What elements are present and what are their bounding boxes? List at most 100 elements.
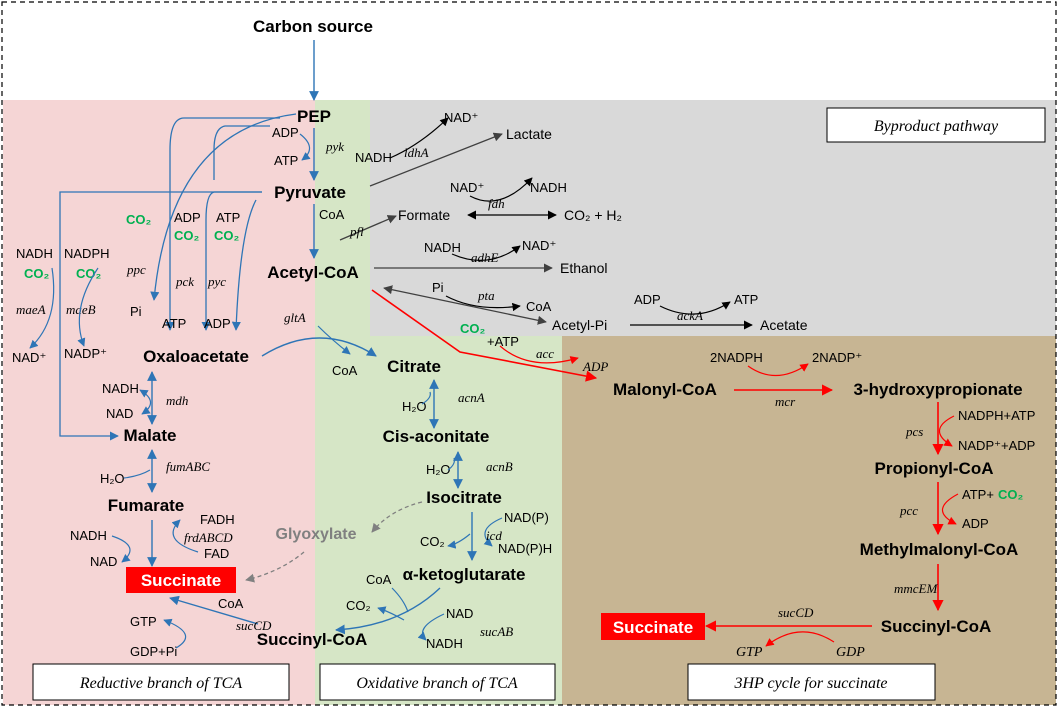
nadh-mdh: NADH [102, 381, 139, 396]
atp-pyc: ATP [216, 210, 240, 225]
carbon-source-title: Carbon source [253, 17, 373, 36]
adh-cofactor-arc [451, 245, 521, 261]
acnB-enzyme: acnB [486, 459, 513, 474]
acc-enzyme: acc [536, 346, 554, 361]
arrow-pyruvate-lactate [369, 132, 503, 187]
gdp-hp: GDP [836, 645, 865, 660]
nadh-ldh: NADH [355, 150, 392, 165]
pck-enzyme: pck [175, 274, 194, 289]
acnA-cofactor-arc [421, 391, 431, 405]
glyoxylate-label: Glyoxylate [276, 526, 357, 543]
hp-label: 3HP cycle for succinate [734, 675, 888, 692]
gltA-enzyme: gltA [284, 310, 306, 325]
hp-label-box [687, 663, 936, 701]
isocitrate-label: Isocitrate [426, 488, 502, 507]
sucAB-coa-arc [391, 587, 409, 613]
arrow-acetylcoa-malonylcoa [371, 289, 598, 382]
propionylcoa-label: Propionyl-CoA [875, 459, 994, 478]
akg-label: α-ketoglutarate [403, 565, 526, 584]
ppc-enzyme: ppc [126, 262, 146, 277]
adp-pck: ADP [174, 210, 201, 225]
citrate-label: Citrate [387, 357, 441, 376]
arrow-isocitrate-glyoxylate [371, 501, 423, 533]
adp-ack: ADP [634, 292, 661, 307]
lactate-label: Lactate [506, 126, 552, 142]
reductive-region [3, 100, 315, 705]
acetylpi-label: Acetyl-Pi [552, 317, 607, 333]
nadp-icd: NAD(P) [504, 510, 549, 525]
byproduct-label: Byproduct pathway [874, 118, 999, 135]
co2-icd: CO₂ [420, 534, 445, 549]
pyk-enzyme: pyk [325, 139, 344, 154]
pyk-cofactor-arc [299, 133, 311, 161]
sucCD-hp-cofactor-arc [765, 631, 835, 647]
pyruvate-label: Pyruvate [274, 183, 346, 202]
pta-cofactor-arc [445, 295, 521, 312]
succinate-label: Succinate [141, 571, 221, 590]
acnB-cofactor-arc [447, 457, 455, 471]
gdp-suc: GDP+Pi [130, 644, 177, 659]
nadph-maeB: NADPH [64, 246, 110, 261]
nadh-fdh: NADH [530, 180, 567, 195]
pcs-enzyme: pcs [905, 424, 923, 439]
succinate-hp-label: Succinate [613, 618, 693, 637]
co2-h2-label: CO₂ + H₂ [564, 207, 622, 223]
arrow-pep-oxaloacetate-pck [165, 117, 280, 331]
oxaloacetate-label: Oxaloacetate [143, 347, 249, 366]
co2-sucAB: CO₂ [346, 598, 371, 613]
fad-frd: FAD [204, 546, 229, 561]
atp-ack: ATP [734, 292, 758, 307]
formate-label: Formate [398, 207, 450, 223]
mcr-cofactor-arc [747, 363, 809, 377]
adp-pyc: ADP [204, 316, 231, 331]
arrow-succinylcoa-succinate [169, 595, 259, 625]
icd-cofactor-arc [483, 517, 503, 547]
co2-pyc: CO₂ [214, 228, 240, 243]
pta-enzyme: pta [477, 288, 495, 303]
sucCD-hp-enzyme: sucCD [778, 605, 814, 620]
coa-sucAB: CoA [366, 572, 392, 587]
nadp-mcr: 2NADP⁺ [812, 350, 862, 365]
acetate-label: Acetate [760, 317, 808, 333]
pi-pta: Pi [432, 280, 444, 295]
nad-fdh: NAD⁺ [450, 180, 484, 195]
co2-ppc: CO₂ [126, 212, 152, 227]
sucCD-enzyme: sucCD [236, 618, 272, 633]
coa-pta: CoA [526, 299, 552, 314]
nadh-sucAB: NADH [426, 636, 463, 651]
ackA-enzyme: ackA [677, 308, 703, 323]
pi-ppc: Pi [130, 304, 142, 319]
nad-ldh: NAD⁺ [444, 110, 478, 125]
pep-branch-line [213, 125, 270, 180]
acnA-enzyme: acnA [458, 390, 485, 405]
pep-label: PEP [297, 107, 331, 126]
nadh-red-cofactor-arc [111, 535, 131, 563]
fum-cofactor-arc [123, 469, 151, 479]
pcc-enzyme: pcc [899, 503, 918, 518]
frdABCD-enzyme: frdABCD [184, 530, 233, 545]
co2-pck: CO₂ [174, 228, 200, 243]
fadh-frd: FADH [200, 512, 235, 527]
ack-cofactor-arc [659, 301, 731, 315]
succinylcoa-label: Succinyl-CoA [257, 630, 368, 649]
h2o-acnA: H₂O [402, 399, 427, 414]
atp-pck: ATP [162, 316, 186, 331]
atp-pyk: ATP [274, 153, 298, 168]
coa-suc: CoA [218, 596, 244, 611]
mdh-enzyme: mdh [166, 393, 188, 408]
fumarate-label: Fumarate [108, 496, 185, 515]
arrow-oxaloacetate-citrate [261, 337, 377, 357]
oxidative-label: Oxidative branch of TCA [356, 675, 518, 692]
atp-acc: +ATP [487, 334, 519, 349]
nad-maeA: NAD⁺ [12, 350, 46, 365]
reductive-label-box [32, 663, 290, 701]
co2-acc: CO₂ [460, 321, 486, 336]
succinylcoa-hp-label: Succinyl-CoA [881, 617, 992, 636]
h2o-fum: H₂O [100, 471, 125, 486]
nadp-adp-pcs: NADP⁺+ADP [958, 438, 1035, 453]
pcs-cofactor-arc [938, 415, 955, 447]
3hp-label: 3-hydroxypropionate [853, 380, 1022, 399]
nadp-maeB: NADP⁺ [64, 346, 107, 361]
